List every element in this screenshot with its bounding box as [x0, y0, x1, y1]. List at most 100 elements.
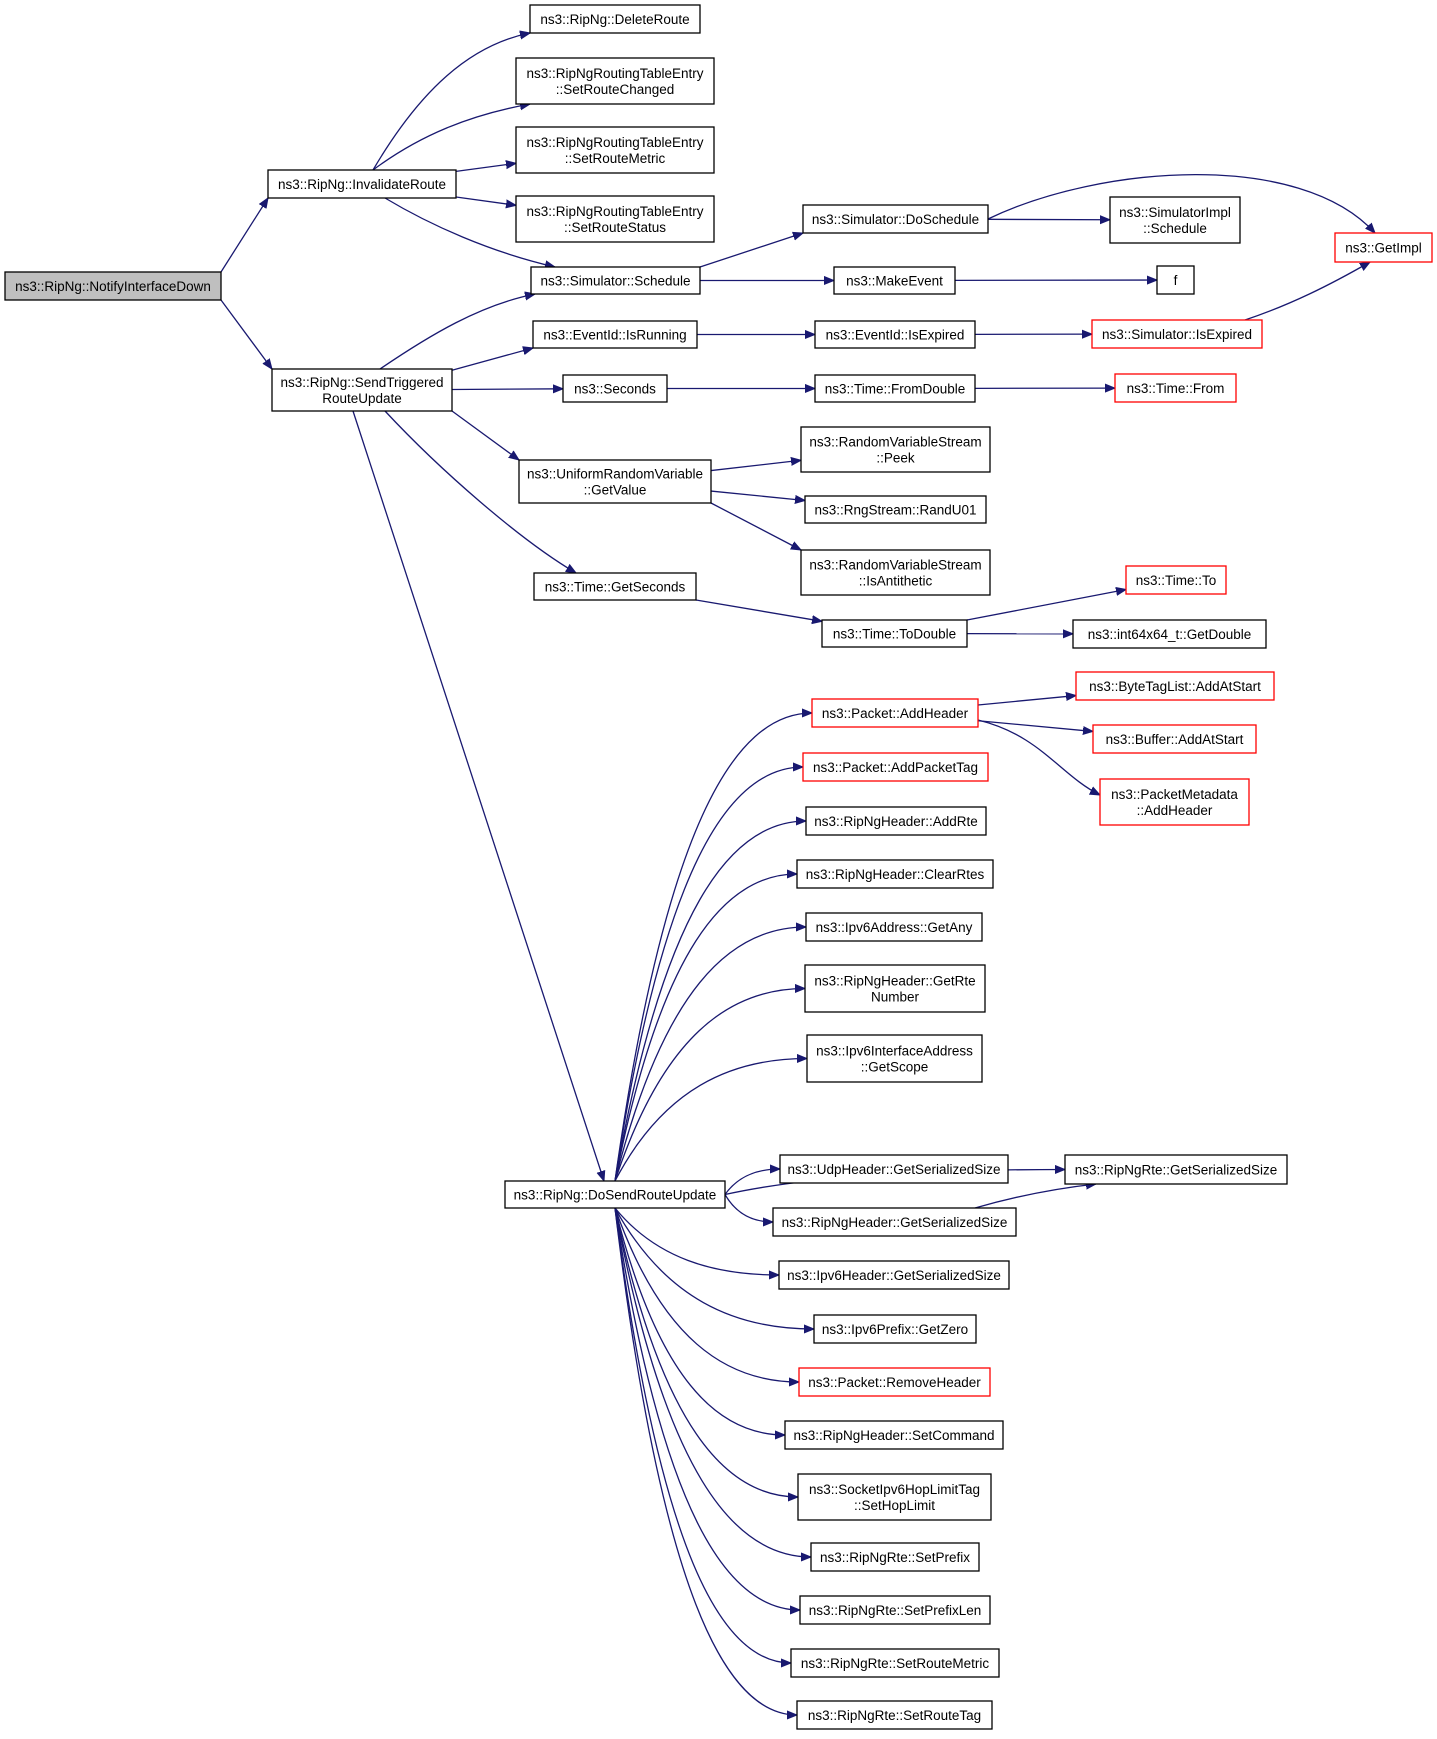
node-simIsExpired[interactable]: ns3::Simulator::IsExpired: [1091, 319, 1263, 349]
edge-pktAddHeader-to-byteTagAddAtStart: [977, 696, 1076, 706]
node-label: ns3::Ipv6InterfaceAddress: [816, 1044, 973, 1059]
node-ipv6GetAny[interactable]: ns3::Ipv6Address::GetAny: [805, 912, 983, 942]
node-isRunning[interactable]: ns3::EventId::IsRunning: [532, 320, 698, 349]
node-box: [772, 1207, 1017, 1237]
node-box: [833, 266, 956, 295]
node-hdrAddRte[interactable]: ns3::RipNgHeader::AddRte: [805, 806, 987, 836]
node-rteSetRouteMetric[interactable]: ns3::RipNgRte::SetRouteMetric: [790, 1648, 1000, 1678]
node-label: ns3::RipNgRoutingTableEntry: [526, 204, 703, 219]
node-box: [800, 426, 991, 473]
node-isExpired[interactable]: ns3::EventId::IsExpired: [814, 320, 976, 349]
node-rteSetPrefix[interactable]: ns3::RipNgRte::SetPrefix: [810, 1542, 980, 1572]
node-label: Number: [871, 990, 920, 1005]
node-box: [821, 619, 968, 648]
node-box: [1064, 1154, 1288, 1185]
node-deleteRoute[interactable]: ns3::RipNg::DeleteRoute: [529, 4, 701, 34]
node-label: ns3::EventId::IsExpired: [826, 328, 965, 343]
node-urvGetValue[interactable]: ns3::UniformRandomVariable::GetValue: [518, 459, 712, 504]
node-label: ns3::int64x64_t::GetDouble: [1088, 627, 1252, 642]
edge-toDouble-to-timeTo: [966, 590, 1126, 621]
edge-notifyInterfaceDown-to-sendTriggered: [220, 299, 272, 369]
node-rvsPeek[interactable]: ns3::RandomVariableStream::Peek: [800, 426, 991, 473]
node-box: [1109, 196, 1241, 244]
node-makeEvent[interactable]: ns3::MakeEvent: [833, 266, 956, 295]
edge-sendTriggered-to-seconds: [451, 389, 563, 390]
edge-doSendRouteUpdate-to-ipv6IfGetScope: [614, 1059, 807, 1182]
node-udpGetSerSize[interactable]: ns3::UdpHeader::GetSerializedSize: [779, 1154, 1009, 1184]
node-label: ::IsAntithetic: [859, 574, 933, 589]
node-pktAddPacketTag[interactable]: ns3::Packet::AddPacketTag: [802, 752, 989, 782]
edge-sendTriggered-to-timeGetSeconds: [384, 410, 576, 573]
node-box: [529, 4, 701, 34]
node-rteSetRouteTag[interactable]: ns3::RipNgRte::SetRouteTag: [796, 1700, 993, 1730]
node-int64GetDouble[interactable]: ns3::int64x64_t::GetDouble: [1072, 619, 1267, 649]
node-label: ns3::Time::FromDouble: [825, 382, 966, 397]
node-pktAddHeader[interactable]: ns3::Packet::AddHeader: [811, 698, 979, 728]
node-rteGetSerSize[interactable]: ns3::RipNgRte::GetSerializedSize: [1064, 1154, 1288, 1185]
node-label: ns3::RipNg::DeleteRoute: [540, 12, 689, 27]
node-label: ns3::RipNgRoutingTableEntry: [526, 135, 703, 150]
edge-doSendRouteUpdate-to-hdrAddRte: [614, 821, 806, 1182]
node-label: RouteUpdate: [322, 391, 402, 406]
node-hdrGetSerSize[interactable]: ns3::RipNgHeader::GetSerializedSize: [772, 1207, 1017, 1237]
node-box: [796, 1700, 993, 1730]
node-rvsIsAntithetic[interactable]: ns3::RandomVariableStream::IsAntithetic: [800, 549, 991, 596]
node-notifyInterfaceDown[interactable]: ns3::RipNg::NotifyInterfaceDown: [4, 271, 222, 301]
edge-doSendRouteUpdate-to-pktRemoveHeader: [614, 1207, 799, 1382]
edge-notifyInterfaceDown-to-invalidateRoute: [220, 198, 268, 273]
edge-layer: [220, 33, 1375, 1715]
node-timeTo[interactable]: ns3::Time::To: [1125, 565, 1227, 595]
node-pktMetaAddHeader[interactable]: ns3::PacketMetadata::AddHeader: [1099, 778, 1250, 826]
node-pktRemoveHeader[interactable]: ns3::Packet::RemoveHeader: [798, 1367, 991, 1397]
node-hdrSetCommand[interactable]: ns3::RipNgHeader::SetCommand: [784, 1420, 1004, 1450]
node-byteTagAddAtStart[interactable]: ns3::ByteTagList::AddAtStart: [1075, 671, 1275, 701]
node-hopLimitTag[interactable]: ns3::SocketIpv6HopLimitTag::SetHopLimit: [797, 1473, 992, 1521]
node-invalidateRoute[interactable]: ns3::RipNg::InvalidateRoute: [267, 169, 457, 199]
node-rteSetPrefixLen[interactable]: ns3::RipNgRte::SetPrefixLen: [799, 1595, 991, 1625]
edge-doSendRouteUpdate-to-hdrSetCommand: [614, 1207, 785, 1435]
node-timeFrom[interactable]: ns3::Time::From: [1114, 373, 1237, 403]
node-doSchedule[interactable]: ns3::Simulator::DoSchedule: [802, 204, 989, 234]
node-fromDouble[interactable]: ns3::Time::FromDouble: [814, 374, 976, 403]
node-box: [804, 495, 987, 524]
node-label: ::SetRouteMetric: [565, 151, 666, 166]
node-hdrClearRtes[interactable]: ns3::RipNgHeader::ClearRtes: [796, 859, 994, 889]
node-timeGetSeconds[interactable]: ns3::Time::GetSeconds: [533, 572, 697, 601]
node-seconds[interactable]: ns3::Seconds: [562, 374, 668, 403]
node-setRouteChanged[interactable]: ns3::RipNgRoutingTableEntry::SetRouteCha…: [515, 57, 715, 105]
node-label: ns3::Packet::RemoveHeader: [808, 1375, 981, 1390]
node-setRouteMetricEntry[interactable]: ns3::RipNgRoutingTableEntry::SetRouteMet…: [515, 126, 715, 174]
node-box: [799, 1595, 991, 1625]
node-ipv6IfGetScope[interactable]: ns3::Ipv6InterfaceAddress::GetScope: [806, 1034, 983, 1083]
node-f[interactable]: f: [1156, 265, 1195, 295]
node-box: [515, 126, 715, 174]
node-label: ::GetValue: [584, 483, 647, 498]
node-getImpl[interactable]: ns3::GetImpl: [1334, 232, 1433, 263]
edge-pktAddHeader-to-bufAddAtStart: [977, 720, 1093, 732]
node-setRouteStatus[interactable]: ns3::RipNgRoutingTableEntry::SetRouteSta…: [515, 195, 715, 243]
edge-doSendRouteUpdate-to-pktAddPacketTag: [614, 767, 803, 1182]
node-simSchedule[interactable]: ns3::Simulator::Schedule: [530, 266, 701, 295]
node-toDouble[interactable]: ns3::Time::ToDouble: [821, 619, 968, 648]
edge-sendTriggered-to-urvGetValue: [451, 410, 519, 460]
edge-hdrGetSerSize-to-rteGetSerSize: [974, 1184, 1096, 1209]
edge-doSchedule-to-getImpl: [987, 174, 1375, 233]
node-ipv6HdrGetSerSize[interactable]: ns3::Ipv6Header::GetSerializedSize: [778, 1260, 1010, 1290]
node-box: [1156, 265, 1195, 295]
node-label: ns3::UniformRandomVariable: [527, 467, 703, 482]
node-randU01[interactable]: ns3::RngStream::RandU01: [804, 495, 987, 524]
node-box: [805, 806, 987, 836]
node-simImplSchedule[interactable]: ns3::SimulatorImpl::Schedule: [1109, 196, 1241, 244]
node-box: [784, 1420, 1004, 1450]
edge-doSendRouteUpdate-to-rteSetRouteMetric: [614, 1207, 791, 1663]
node-box: [806, 1034, 983, 1083]
node-bufAddAtStart[interactable]: ns3::Buffer::AddAtStart: [1092, 724, 1257, 754]
node-prefixGetZero[interactable]: ns3::Ipv6Prefix::GetZero: [813, 1314, 977, 1344]
node-label: ns3::RngStream::RandU01: [814, 503, 976, 518]
node-label: ::SetRouteChanged: [556, 82, 675, 97]
node-doSendRouteUpdate[interactable]: ns3::RipNg::DoSendRouteUpdate: [504, 1180, 726, 1209]
node-label: ns3::Seconds: [574, 382, 656, 397]
